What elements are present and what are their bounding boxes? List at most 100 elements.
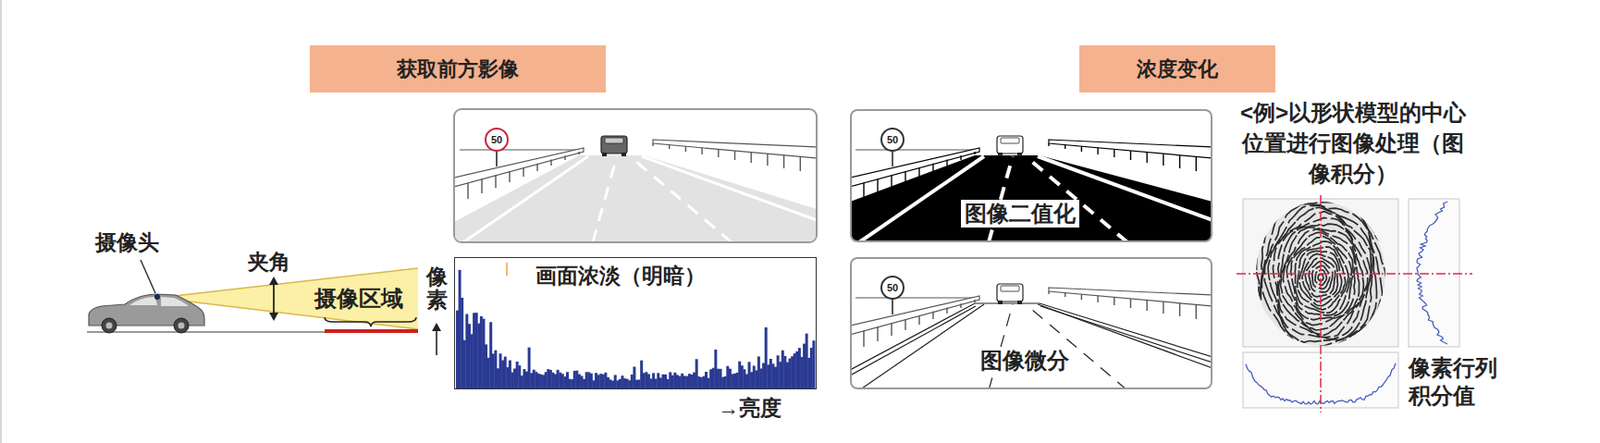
histogram-bar bbox=[558, 372, 562, 389]
scene-line bbox=[701, 147, 702, 155]
sign-number: 50 bbox=[886, 135, 899, 146]
scene-line bbox=[750, 152, 752, 163]
histogram-bar bbox=[805, 333, 809, 389]
fingerprint-ridge bbox=[1277, 218, 1368, 338]
histogram-bar bbox=[590, 373, 593, 389]
histogram-bar bbox=[529, 372, 533, 389]
histogram-bar bbox=[730, 373, 734, 389]
histogram-bar bbox=[673, 372, 677, 389]
scene-line bbox=[862, 183, 864, 199]
leader-line bbox=[140, 259, 156, 294]
histogram-bar bbox=[798, 347, 801, 389]
histogram-bar bbox=[597, 374, 601, 389]
scene-line bbox=[1130, 150, 1132, 160]
scene-line bbox=[904, 171, 906, 183]
scene-line bbox=[1047, 143, 1049, 147]
histogram-bar bbox=[685, 376, 689, 389]
title-band: 获取前方影像 bbox=[309, 45, 606, 93]
histogram-bar bbox=[650, 378, 653, 389]
histogram-bar bbox=[683, 375, 687, 389]
histogram-bar bbox=[713, 349, 717, 389]
fingerprint-ridge bbox=[1259, 194, 1387, 364]
histogram-bar bbox=[736, 372, 739, 389]
axis-label: 像素 bbox=[426, 265, 448, 313]
histogram-bar bbox=[656, 372, 660, 389]
scene-line bbox=[946, 307, 948, 314]
scene-line bbox=[960, 303, 961, 308]
histogram-bar bbox=[465, 314, 468, 389]
scene-line bbox=[1179, 155, 1181, 169]
brace bbox=[324, 317, 417, 327]
scene-line bbox=[480, 179, 482, 194]
histogram-bar bbox=[556, 369, 560, 389]
histogram-bar bbox=[475, 312, 479, 389]
scene-line bbox=[876, 327, 878, 342]
histogram-bar bbox=[716, 369, 720, 389]
histogram-bar bbox=[481, 319, 485, 389]
car-wheel bbox=[101, 318, 117, 333]
car-hub bbox=[178, 322, 185, 330]
histogram-bar bbox=[546, 369, 550, 389]
scene-line bbox=[495, 149, 498, 167]
histogram-bar bbox=[728, 369, 732, 389]
part-label: 摄像头 bbox=[95, 230, 160, 257]
histogram-bar bbox=[632, 366, 636, 389]
car-window bbox=[160, 296, 189, 307]
speed-sign: 50 bbox=[880, 127, 905, 152]
sign-number: 50 bbox=[491, 135, 503, 146]
road-scenes bbox=[454, 135, 1213, 391]
histogram-bar bbox=[455, 310, 459, 389]
car-rear bbox=[601, 135, 628, 154]
fingerprint-ridge bbox=[1260, 201, 1382, 360]
ground-line bbox=[86, 331, 419, 333]
page-edge bbox=[0, 0, 2, 443]
histogram-bar bbox=[766, 364, 770, 389]
histogram-bar bbox=[508, 360, 512, 389]
histogram-bar bbox=[540, 374, 543, 389]
scene-line bbox=[1096, 295, 1098, 303]
scene-line bbox=[467, 183, 468, 199]
histogram-bar bbox=[551, 372, 554, 389]
histogram-bar bbox=[771, 363, 775, 389]
fingerprint-ridge bbox=[1256, 187, 1391, 364]
histogram-bar bbox=[496, 368, 500, 389]
histogram-bar bbox=[638, 379, 641, 389]
histogram-bar bbox=[704, 371, 708, 389]
scene-line bbox=[890, 174, 892, 188]
histogram-bar bbox=[585, 371, 589, 389]
histogram-bar bbox=[534, 371, 538, 389]
scene-line bbox=[668, 145, 670, 149]
histogram-bar bbox=[652, 372, 655, 389]
histogram-bar bbox=[776, 355, 780, 389]
angle-arrow bbox=[272, 281, 275, 317]
histogram-bar bbox=[499, 353, 503, 389]
histogram-bar bbox=[460, 297, 464, 389]
histogram-bar bbox=[463, 340, 467, 389]
plot-frame bbox=[1408, 198, 1460, 347]
car-window bbox=[129, 296, 158, 306]
histogram-bar bbox=[510, 372, 514, 389]
scene-line bbox=[1179, 303, 1181, 317]
sign-number: 50 bbox=[886, 283, 899, 294]
scene-line bbox=[973, 299, 975, 303]
histogram-bar bbox=[661, 374, 665, 389]
node-label: 浓度变化 bbox=[1136, 55, 1219, 84]
scene-line bbox=[717, 148, 719, 158]
plot-label: 像素行列积分值 bbox=[1408, 354, 1502, 410]
scene-line bbox=[973, 151, 975, 155]
scene-line bbox=[1162, 153, 1164, 166]
scene-line bbox=[1113, 296, 1115, 306]
histogram-bar bbox=[615, 380, 619, 389]
scene-line bbox=[592, 156, 617, 242]
scene-line bbox=[960, 155, 961, 160]
part-label: 摄像区域 bbox=[314, 285, 404, 313]
scene-line bbox=[1162, 301, 1164, 314]
histogram-bar bbox=[587, 371, 591, 389]
scene-line bbox=[918, 315, 920, 325]
histogram-bar bbox=[769, 358, 773, 389]
scene-line bbox=[1195, 156, 1197, 172]
histogram-bar bbox=[614, 374, 617, 389]
road-scene bbox=[455, 135, 816, 242]
histogram-bar bbox=[700, 377, 703, 389]
